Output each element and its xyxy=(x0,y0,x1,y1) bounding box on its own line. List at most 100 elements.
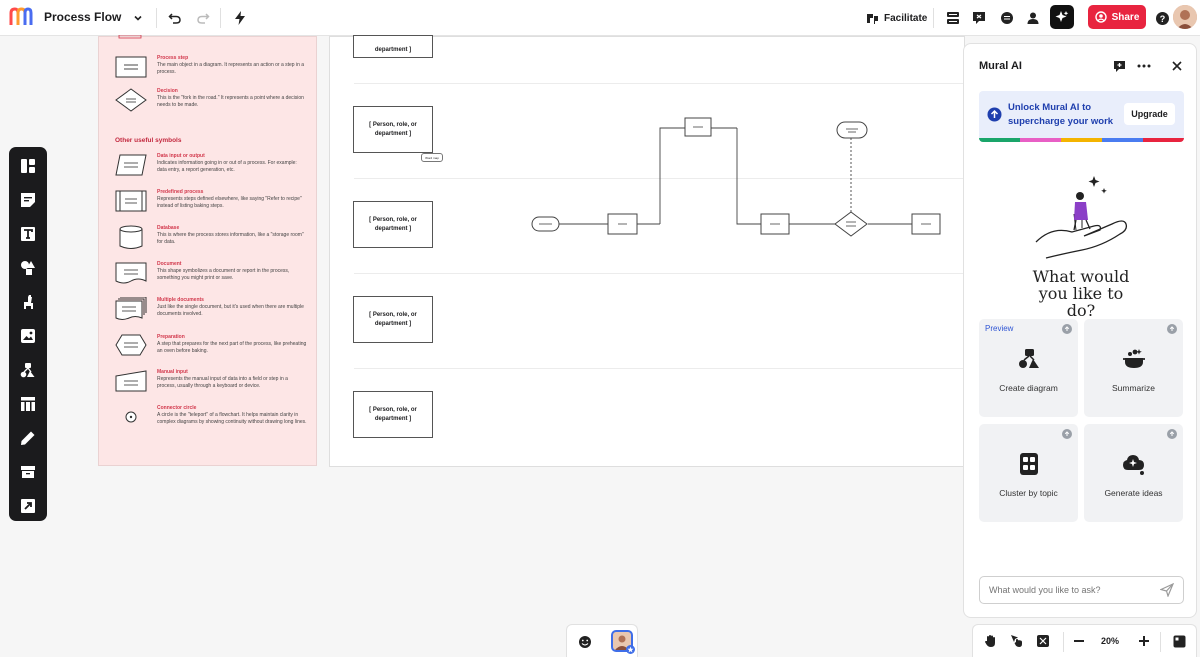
minimap-icon[interactable] xyxy=(1171,633,1187,649)
preparation-shape xyxy=(115,334,147,356)
chat-icon[interactable] xyxy=(996,7,1018,29)
divider xyxy=(156,8,157,28)
swimlane-panel[interactable]: department ] [ Person, role, or departme… xyxy=(329,35,966,468)
end-terminator xyxy=(836,121,868,139)
user-avatar[interactable] xyxy=(1173,5,1197,29)
zoom-level[interactable]: 20% xyxy=(1101,636,1120,646)
role-box[interactable]: [ Person, role, or department ] xyxy=(353,296,433,343)
emoji-icon[interactable] xyxy=(578,635,592,649)
templates-icon[interactable] xyxy=(18,156,38,176)
undo-icon[interactable] xyxy=(164,7,186,29)
lightning-icon[interactable] xyxy=(229,7,251,29)
share-icon xyxy=(1094,11,1107,23)
upgrade-text: Unlock Mural AI to supercharge your work xyxy=(1008,102,1114,127)
hand-illustration xyxy=(1035,176,1128,259)
legend-title: Process step xyxy=(157,55,189,61)
chevron-down-icon[interactable] xyxy=(127,7,149,29)
card-label: Create diagram xyxy=(999,383,1058,393)
flowchart-legend[interactable]: Process step The main object in a diagra… xyxy=(98,35,317,466)
shapes-icon[interactable] xyxy=(18,258,38,278)
outline-icon[interactable] xyxy=(942,7,964,29)
image-icon[interactable] xyxy=(18,326,38,346)
legend-desc: Represents steps defined elsewhere, like… xyxy=(157,196,302,209)
idea-cloud-icon xyxy=(1121,451,1147,477)
role-box[interactable]: [ Person, role, or department ] xyxy=(353,201,433,248)
upgrade-arrow-icon xyxy=(1167,429,1177,439)
legend-desc: This is the "fork in the road." It repre… xyxy=(157,95,304,108)
legend-heading: Other useful symbols xyxy=(115,137,182,144)
summarize-card[interactable]: Summarize xyxy=(1084,319,1183,417)
generate-ideas-card[interactable]: Generate ideas xyxy=(1084,424,1183,522)
close-icon[interactable] xyxy=(1168,57,1186,75)
role-box[interactable]: department ] xyxy=(353,35,433,58)
legend-desc: Just like the single document, but it's … xyxy=(157,304,304,317)
role-box[interactable]: [ Person, role, or department ] xyxy=(353,391,433,438)
more-options-icon[interactable] xyxy=(1135,57,1153,75)
zoom-in-icon[interactable] xyxy=(1136,633,1152,649)
stripe-segment xyxy=(1020,138,1061,142)
legend-title: Predefined process xyxy=(157,189,204,195)
cluster-icon xyxy=(1016,451,1042,477)
new-chat-icon[interactable] xyxy=(1110,57,1128,75)
upgrade-button[interactable]: Upgrade xyxy=(1124,103,1175,125)
cursor-hand-icon[interactable] xyxy=(1009,633,1025,649)
legend-title: Multiple documents xyxy=(157,297,204,303)
map-icon[interactable] xyxy=(1035,633,1051,649)
redo-icon[interactable] xyxy=(192,7,214,29)
mural-logo[interactable] xyxy=(9,7,33,27)
send-icon[interactable] xyxy=(1160,583,1174,597)
hand-tool-icon[interactable] xyxy=(983,633,999,649)
stripe-segment xyxy=(979,138,1020,142)
ask-input[interactable] xyxy=(979,576,1184,604)
ai-panel-title: Mural AI xyxy=(979,60,1022,72)
legend-desc: Indicates information going in or out of… xyxy=(157,160,297,173)
legend-desc: A circle is the "teleport" of a flowchar… xyxy=(157,412,307,425)
legend-item: Connector circle A circle is the "telepo… xyxy=(115,405,310,439)
share-label: Share xyxy=(1111,11,1140,23)
sticky-note-icon[interactable] xyxy=(18,190,38,210)
multiple-documents-shape xyxy=(115,297,147,320)
ai-sparkle-button[interactable] xyxy=(1050,5,1074,29)
mural-ai-panel: Mural AI Unlock Mural AI to supercharge … xyxy=(963,43,1197,618)
legend-item: Multiple documents Just like the single … xyxy=(115,297,310,331)
word-map-tag[interactable]: Word map xyxy=(421,153,443,162)
comments-icon[interactable] xyxy=(968,7,990,29)
create-diagram-card[interactable]: Preview Create diagram xyxy=(979,319,1078,417)
cluster-by-topic-card[interactable]: Cluster by topic xyxy=(979,424,1078,522)
facilitate-button[interactable]: Facilitate xyxy=(866,7,927,29)
flow-diagram[interactable] xyxy=(330,37,966,468)
navigation-bar: 20% xyxy=(972,624,1197,657)
share-button[interactable]: Share xyxy=(1088,5,1146,29)
card-label: Cluster by topic xyxy=(999,488,1058,498)
zoom-out-icon[interactable] xyxy=(1071,633,1087,649)
color-stripe xyxy=(979,138,1184,142)
left-toolbar xyxy=(9,147,47,521)
legend-title: Database xyxy=(157,225,180,231)
lane-divider xyxy=(354,83,964,84)
legend-title: Connector circle xyxy=(157,405,197,411)
connector-circle-shape xyxy=(125,411,137,423)
legend-desc: This is where the process stores informa… xyxy=(157,232,304,245)
card-label: Generate ideas xyxy=(1104,488,1163,498)
upgrade-arrow-icon xyxy=(1062,324,1072,334)
legend-item: Predefined process Represents steps defi… xyxy=(115,189,310,223)
legend-title: Decision xyxy=(157,88,178,94)
diagram-icon[interactable] xyxy=(18,360,38,380)
upgrade-banner: Unlock Mural AI to supercharge your work… xyxy=(979,91,1184,142)
llama-icon[interactable] xyxy=(18,292,38,312)
archive-icon[interactable] xyxy=(18,462,38,482)
upload-icon[interactable] xyxy=(18,496,38,516)
text-icon[interactable] xyxy=(18,224,38,244)
people-icon[interactable] xyxy=(1022,7,1044,29)
legend-item: Decision This is the "fork in the road."… xyxy=(115,88,310,122)
diagram-icon xyxy=(1016,346,1042,372)
facilitate-label: Facilitate xyxy=(884,12,928,24)
pen-icon[interactable] xyxy=(18,428,38,448)
help-icon[interactable]: ? xyxy=(1151,7,1173,29)
legend-item: Process step The main object in a diagra… xyxy=(115,55,310,89)
table-icon[interactable] xyxy=(18,394,38,414)
legend-item: Manual input Represents the manual input… xyxy=(115,369,310,403)
legend-desc: A step that prepares for the next part o… xyxy=(157,341,307,354)
board-title[interactable]: Process Flow xyxy=(44,10,122,24)
role-box[interactable]: [ Person, role, or department ] xyxy=(353,106,433,153)
